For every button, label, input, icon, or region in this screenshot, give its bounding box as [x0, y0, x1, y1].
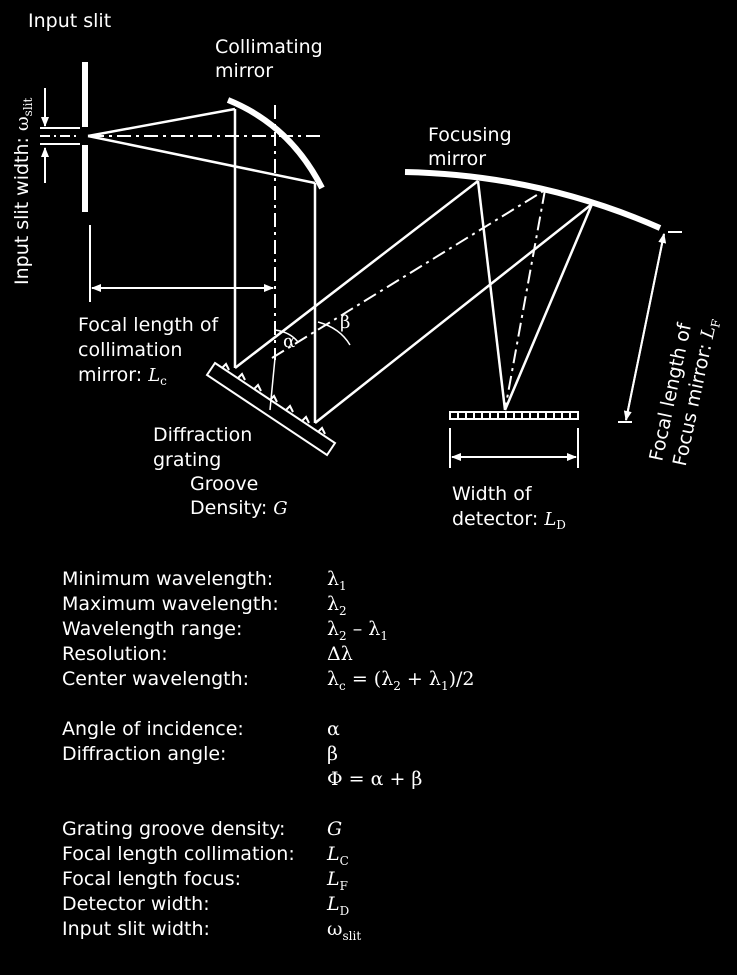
- light-rays: [87, 107, 594, 424]
- definition-label: Focal length focus:: [62, 868, 241, 890]
- definition-value: G: [327, 818, 343, 840]
- definition-label: Angle of incidence:: [62, 718, 244, 740]
- definition-label: Maximum wavelength:: [62, 593, 279, 615]
- definition-label: Input slit width:: [62, 918, 210, 940]
- definition-value: LD: [327, 893, 350, 918]
- definition-row: Φ = α + β: [62, 767, 474, 792]
- detector: [449, 411, 579, 420]
- definition-value: α: [327, 718, 340, 740]
- definition-label: Detector width:: [62, 893, 210, 915]
- dimension-lines: [89, 225, 682, 468]
- definition-row: Focal length collimation: LC: [62, 842, 474, 868]
- definition-value: λ2 – λ1: [327, 618, 388, 643]
- definition-row: Diffraction angle: β: [62, 742, 474, 767]
- definition-row: Grating groove density: G: [62, 817, 474, 842]
- definition-value: β: [327, 743, 338, 765]
- definition-row: Wavelength range: λ2 – λ1: [62, 617, 474, 643]
- definition-value: LC: [327, 843, 349, 868]
- definition-row: Minimum wavelength: λ1: [62, 567, 474, 593]
- diffraction-grating-label: Diffraction grating: [153, 424, 258, 471]
- definition-value: Φ = α + β: [327, 768, 423, 790]
- definition-label: Resolution:: [62, 643, 168, 665]
- definition-row: Resolution: Δλ: [62, 642, 474, 667]
- definition-label: [62, 767, 327, 792]
- definition-row: Center wavelength: λc = (λ2 + λ1)/2: [62, 667, 475, 693]
- definition-label: Center wavelength:: [62, 668, 250, 690]
- alpha-label: α: [283, 331, 295, 352]
- diffraction-grating: [205, 361, 337, 457]
- definition-label: Focal length collimation:: [62, 843, 295, 865]
- angle-markers: [269, 321, 351, 411]
- focusing-mirror-label: Focusing mirror: [428, 124, 518, 170]
- groove-density-label: Groove Density: G: [190, 473, 288, 519]
- collimating-mirror: [226, 97, 325, 190]
- definition-row: Focal length focus: LF: [62, 867, 474, 893]
- focal-length-focus-label: Focal length of Focus mirror: LF: [645, 311, 723, 468]
- definition-value: Δλ: [327, 643, 353, 665]
- definition-value: λ1: [327, 568, 347, 593]
- collimating-mirror-label: Collimating mirror: [215, 36, 329, 82]
- definition-value: LF: [327, 868, 348, 893]
- spectrometer-diagram: Input slit Collimating mirror Focusing m…: [11, 10, 724, 532]
- definition-row: Angle of incidence: α: [62, 717, 474, 742]
- focusing-mirror: [404, 169, 662, 231]
- definition-label: Minimum wavelength:: [62, 568, 274, 590]
- definition-label: Grating groove density:: [62, 818, 286, 840]
- definition-value: λ2: [327, 593, 347, 618]
- definition-value: ωslit: [327, 918, 362, 943]
- beta-label: β: [340, 312, 350, 333]
- definition-label: Diffraction angle:: [62, 743, 227, 765]
- input-slit-label: Input slit: [28, 10, 111, 32]
- definition-row: Input slit width: ωslit: [62, 917, 474, 943]
- definition-row: Detector width: LD: [62, 892, 474, 918]
- focal-length-collimation-label: Focal length of collimation mirror: Lc: [78, 314, 224, 388]
- definition-label: Wavelength range:: [62, 618, 243, 640]
- definition-row: Maximum wavelength: λ2: [62, 592, 474, 618]
- input-slit-width-label: Input slit width: ωslit: [11, 97, 35, 285]
- detector-width-label: Width of detector: LD: [452, 483, 566, 532]
- slit-width-marker: [40, 88, 80, 183]
- definition-value: λc = (λ2 + λ1)/2: [327, 668, 475, 693]
